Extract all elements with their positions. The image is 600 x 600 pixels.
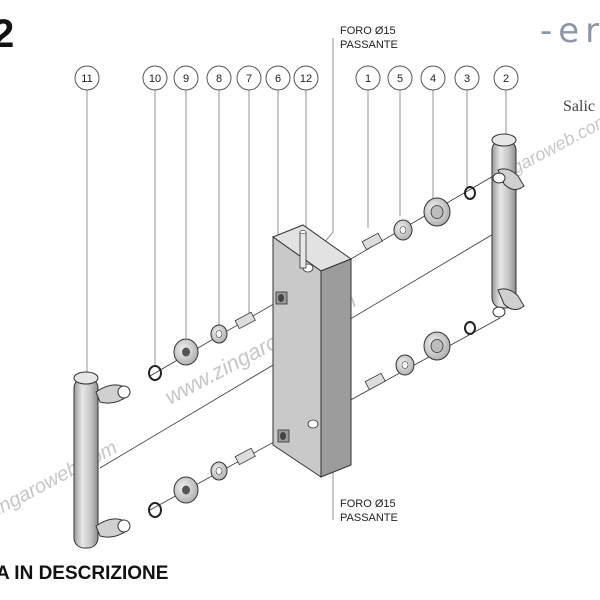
- right-handle-2: [491, 133, 525, 318]
- watermark-text-left: zingaroweb.com: [0, 437, 121, 525]
- stud-7-lower: [234, 447, 256, 466]
- washer-8-lower: [210, 461, 228, 481]
- rosette-4-lower: [423, 331, 451, 361]
- stud-1-upper: [361, 232, 383, 251]
- callout-11: 11: [74, 65, 100, 91]
- callout-1: 1: [355, 65, 381, 91]
- callout-3: 3: [454, 65, 480, 91]
- callout-label: 10: [149, 73, 161, 85]
- hole-note-top-line1: FORO Ø15: [340, 25, 396, 37]
- callout-circle: [420, 65, 446, 91]
- callout-8: 8: [206, 65, 232, 91]
- callout-circle: [142, 65, 168, 91]
- hole-note-bottom-line2: PASSANTE: [340, 512, 398, 524]
- callout-9: 9: [173, 65, 199, 91]
- callout-label: 7: [246, 73, 252, 85]
- callout-label: 1: [365, 73, 371, 85]
- figure-number: 2: [0, 12, 15, 56]
- callout-circle: [355, 65, 381, 91]
- callout-label: 12: [300, 73, 312, 85]
- upper-left-hardware: [148, 291, 288, 381]
- callout-6: 6: [265, 65, 291, 91]
- callout-circle: [236, 65, 262, 91]
- callout-label: 2: [503, 73, 509, 85]
- through-pin-12: [299, 230, 307, 269]
- callout-5: 5: [387, 65, 413, 91]
- hole-note-top: FORO Ø15 PASSANTE: [340, 25, 398, 51]
- callout-circle: [293, 65, 319, 91]
- hole-note-top-line2: PASSANTE: [340, 39, 398, 51]
- stud-1-lower: [364, 372, 386, 391]
- callout-circle: [173, 65, 199, 91]
- lower-left-hardware: [148, 429, 290, 518]
- door-side-edge: [320, 258, 352, 478]
- bushing-6-lower: [277, 429, 290, 443]
- door-hole-bottom: [307, 419, 319, 429]
- bushing-6-upper: [275, 291, 288, 305]
- hole-note-bottom: FORO Ø15 PASSANTE: [340, 498, 398, 524]
- callout-4: 4: [420, 65, 446, 91]
- callout-circle: [493, 65, 519, 91]
- callout-7: 7: [236, 65, 262, 91]
- collar-9-upper: [173, 338, 199, 366]
- callout-label: 4: [430, 73, 436, 85]
- callout-circle: [206, 65, 232, 91]
- o-ring-3-upper: [464, 186, 476, 200]
- callout-circle: [74, 65, 100, 91]
- lower-right-hardware: [364, 321, 476, 391]
- collar-9-lower: [173, 476, 199, 504]
- washer-8-upper: [210, 324, 228, 344]
- callout-label: 11: [81, 73, 92, 85]
- callout-label: 5: [397, 73, 403, 85]
- callout-12: 12: [293, 65, 319, 91]
- rosette-4-upper: [423, 197, 451, 227]
- callout-2: 2: [493, 65, 519, 91]
- upper-right-hardware: [361, 186, 476, 251]
- callout-circle: [454, 65, 480, 91]
- callout-layer: 11 10 9 8 7 6 12 1 5 4 3 2: [74, 65, 519, 91]
- stud-7-upper: [234, 311, 256, 330]
- o-ring-3-lower: [464, 321, 476, 335]
- callout-label: 3: [464, 73, 470, 85]
- washer-5-upper: [393, 219, 413, 241]
- washer-5-lower: [395, 354, 415, 376]
- callout-circle: [265, 65, 291, 91]
- o-ring-10-upper: [148, 365, 162, 381]
- caption: A IN DESCRIZIONE: [0, 563, 169, 584]
- callout-label: 8: [216, 73, 222, 85]
- brand-logo-mark: -er: [540, 11, 600, 51]
- left-handle-11: [73, 371, 131, 549]
- brand-logo-text: Salic: [563, 98, 595, 115]
- callout-label: 6: [275, 73, 281, 85]
- hole-note-bottom-line1: FORO Ø15: [340, 498, 396, 510]
- leader-lines: [86, 38, 507, 520]
- callout-10: 10: [142, 65, 168, 91]
- callout-circle: [387, 65, 413, 91]
- callout-label: 9: [183, 73, 189, 85]
- o-ring-10-lower: [148, 502, 162, 518]
